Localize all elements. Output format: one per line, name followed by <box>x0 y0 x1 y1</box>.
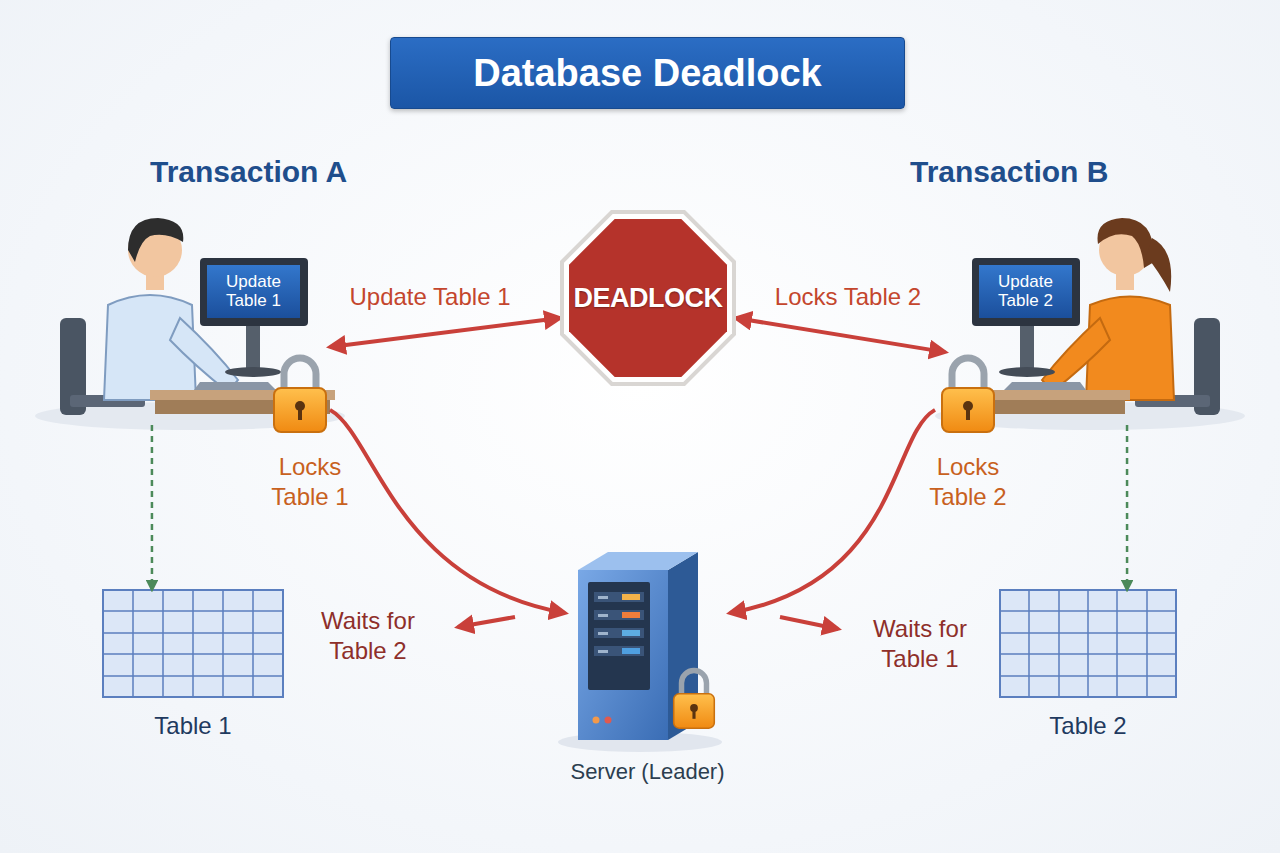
table-name: Table 1 <box>103 712 283 740</box>
dashed-arrow <box>151 425 154 590</box>
workstation-a-part <box>194 382 276 390</box>
workstation-b-part <box>999 367 1055 377</box>
stop-sign: DEADLOCK <box>560 210 736 386</box>
wait-arrow-part <box>458 617 515 627</box>
table-grid-part <box>1000 590 1176 697</box>
server-tower-part <box>588 582 650 690</box>
lock-icon-part <box>274 358 326 432</box>
monitor-screen: Update Table 1 <box>207 265 300 318</box>
edge-label: Waits for Table 2 <box>298 606 438 666</box>
workstation-a-part <box>225 367 281 377</box>
lock-icon-part <box>674 670 715 728</box>
workstation-b-part <box>1042 318 1110 392</box>
wait-arrow <box>330 410 565 613</box>
edge-label: Locks Table 2 <box>748 282 948 312</box>
transaction-heading: Transaction A <box>150 155 347 189</box>
server-box: Server (Leader) <box>565 555 730 785</box>
lock-icon <box>674 670 715 728</box>
workstation-b-part <box>972 258 1080 326</box>
edge-label: Waits for Table 1 <box>850 614 990 674</box>
workstation-a-part <box>246 326 260 370</box>
table-name: Table 2 <box>1000 712 1176 740</box>
server-tower-part <box>622 648 640 654</box>
screen-text: Update Table 1 <box>207 273 300 310</box>
edge-label: Update Table 1 <box>330 282 530 312</box>
stop-sign-text: DEADLOCK <box>574 283 723 314</box>
server-tower-part <box>594 628 644 638</box>
server-tower-part <box>622 630 640 636</box>
lock-label: Locks Table 2 <box>908 452 1028 512</box>
workstation-b-part <box>1020 326 1034 370</box>
octagon-fill <box>569 219 727 377</box>
server-tower-part <box>598 650 608 653</box>
server-tower-part <box>598 614 608 617</box>
monitor-screen: Update Table 2 <box>979 265 1072 318</box>
transaction-heading: Transaction B <box>910 155 1108 189</box>
table-box: Table 2 <box>1000 590 1176 740</box>
server-tower-part <box>578 570 668 740</box>
lock-arrow <box>330 318 560 347</box>
workstation-a-part <box>128 218 183 262</box>
server-tower-part <box>594 610 644 620</box>
lock-icon-part <box>942 358 994 432</box>
server-tower-part <box>605 717 612 724</box>
table-grid-part <box>103 590 283 697</box>
server-tower-part <box>598 632 608 635</box>
workstation-b-part <box>1146 238 1171 292</box>
workstation: Transaction AUpdate Table 1 <box>50 150 330 425</box>
wait-arrow <box>730 410 935 613</box>
workstation-b-part <box>1004 382 1086 390</box>
lock-label: Locks Table 1 <box>250 452 370 512</box>
wait-arrow <box>458 617 838 629</box>
workstation: Transaction BUpdate Table 2 <box>935 150 1230 425</box>
workstation-a-part <box>200 258 308 326</box>
server-tower-part <box>622 594 640 600</box>
server-tower-part <box>578 552 698 570</box>
table-grid-part <box>1000 590 1176 697</box>
server-name: Server (Leader) <box>570 759 724 785</box>
server-tower <box>558 552 722 752</box>
server-tower-part <box>594 592 644 602</box>
octagon-fill <box>560 210 736 386</box>
table-grid-part <box>103 590 283 697</box>
lock-arrow <box>736 318 945 352</box>
title-banner: Database Deadlock <box>390 37 905 109</box>
octagon-fill <box>564 214 732 382</box>
workstation-a-part <box>170 318 238 392</box>
wait-arrow-part <box>780 617 838 629</box>
server-tower-part <box>598 596 608 599</box>
server-tower-part <box>593 717 600 724</box>
server-tower-part <box>622 612 640 618</box>
dashed-arrow <box>1126 425 1129 590</box>
server-tower-part <box>594 646 644 656</box>
screen-text: Update Table 2 <box>979 273 1072 310</box>
table-box: Table 1 <box>103 590 283 740</box>
workstation-b-part <box>1098 218 1155 268</box>
